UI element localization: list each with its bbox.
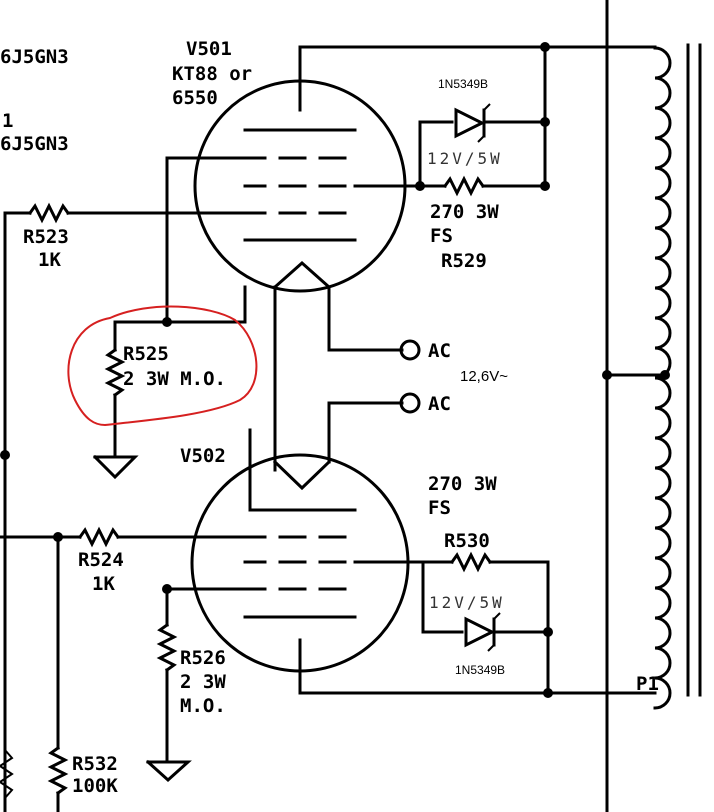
v502-label: V502 <box>180 445 226 467</box>
r529-label: R529 <box>441 250 487 272</box>
highlight-circle-r525 <box>67 305 258 427</box>
resistor-r532 <box>47 745 69 796</box>
zener-diode-top <box>454 103 491 143</box>
output-transformer <box>653 43 702 710</box>
ac-terminal-top <box>399 339 421 361</box>
zener-bottom-rating: 12V/5W <box>429 593 505 612</box>
ground-symbol-r526 <box>145 759 192 783</box>
resistor-r525 <box>104 347 126 398</box>
ground-symbol-r525 <box>92 454 139 480</box>
zener-top-rating: 12V/5W <box>427 149 503 168</box>
r525-label: R525 <box>123 343 169 365</box>
r525-value: 2 3W M.O. <box>123 368 226 390</box>
ac-bottom-label: AC <box>428 393 451 415</box>
r529-fs: FS <box>430 225 453 247</box>
resistor-r530 <box>449 551 493 573</box>
r530-value: 270 3W <box>428 473 497 495</box>
r523-value: 1K <box>38 249 61 271</box>
tube-label-partial-3: 6J5GN3 <box>0 133 69 155</box>
zener-bottom-part: 1N5349B <box>455 663 505 677</box>
zener-top-part: 1N5349B <box>438 77 488 91</box>
v501-type-label: KT88 or <box>172 63 252 85</box>
r526-label: R526 <box>180 647 226 669</box>
resistor-r523 <box>27 202 71 224</box>
ac-top-label: AC <box>428 340 451 362</box>
r532-value: 100K <box>72 775 118 797</box>
r524-value: 1K <box>92 573 115 595</box>
r530-fs: FS <box>428 497 451 519</box>
r526-value1: 2 3W <box>180 671 226 693</box>
r523-label: R523 <box>23 226 69 248</box>
zener-diode-bottom <box>464 612 501 652</box>
r532-label: R532 <box>72 753 118 775</box>
r524-label: R524 <box>78 549 124 571</box>
resistor-r529 <box>442 175 486 197</box>
v501-label: V501 <box>186 38 232 60</box>
resistor-r526 <box>156 622 178 673</box>
tube-label-partial-1: 6J5GN3 <box>0 46 69 68</box>
r529-value: 270 3W <box>430 201 499 223</box>
transformer-label: P1 <box>636 673 659 695</box>
heater-voltage-label: 12,6V~ <box>460 368 508 385</box>
tube-label-partial-2: 1 <box>2 110 13 132</box>
v501-type2-label: 6550 <box>172 87 218 109</box>
resistor-r524 <box>77 526 121 548</box>
ac-terminal-bottom <box>399 392 421 414</box>
tube-v502 <box>190 428 410 673</box>
r530-label: R530 <box>444 530 490 552</box>
r526-value2: M.O. <box>180 695 226 717</box>
